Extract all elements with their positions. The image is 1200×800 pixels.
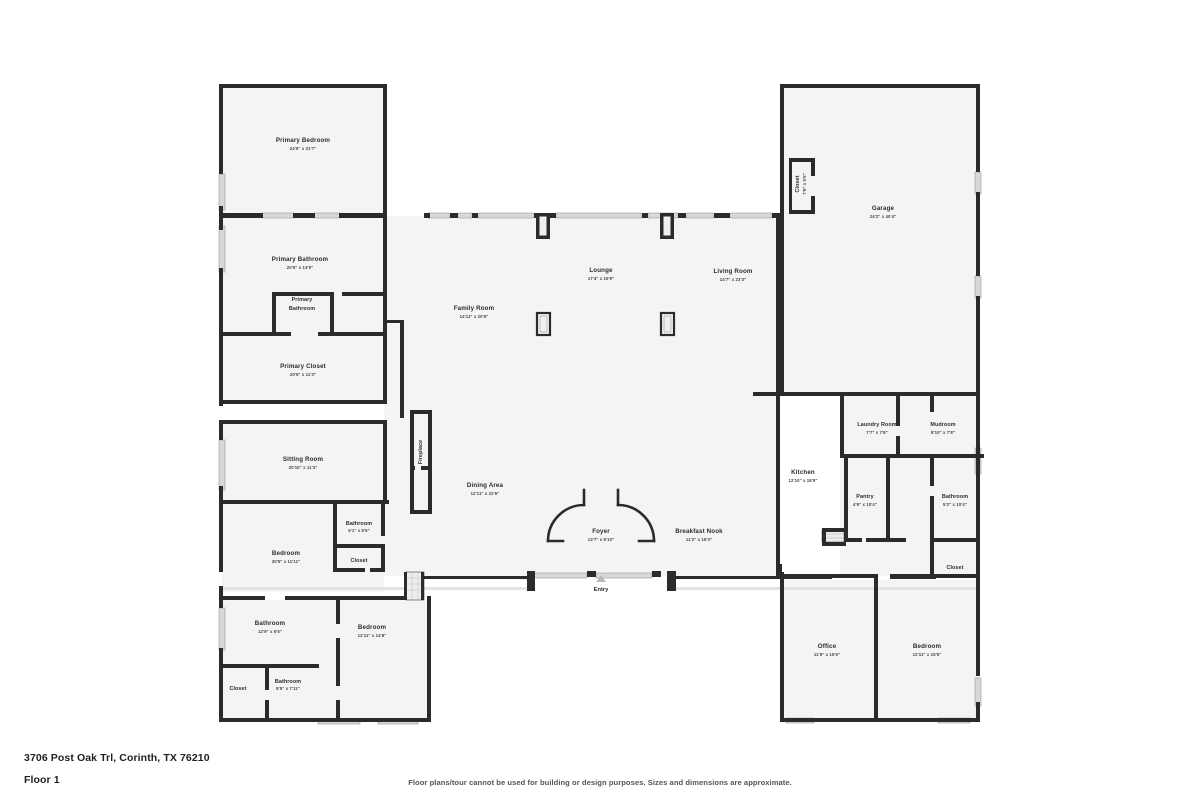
- room-name: Living Room: [713, 268, 752, 275]
- room-name: Dining Area: [467, 482, 504, 489]
- room-name: Closet: [946, 565, 963, 571]
- label-bedroom-left: Bedroom 20'5" x 11'11": [272, 550, 301, 564]
- room-dimension: 20'5" x 13'9": [287, 265, 314, 270]
- room-dimension: 12'9" x 6'5": [258, 629, 282, 634]
- room-name: Pantry: [856, 494, 873, 500]
- label-primary-closet: Primary Closet 20'5" x 11'3": [280, 363, 326, 377]
- label-bathroom-lower-left-2: Bathroom 8'5" x 7'11": [275, 679, 301, 691]
- room-name: Foyer: [592, 528, 610, 535]
- room-name: Family Room: [454, 305, 495, 312]
- room-name: Bathroom: [942, 494, 968, 500]
- property-address: 3706 Post Oak Trl, Corinth, TX 76210: [24, 752, 210, 764]
- room-dimension: 8'5" x 7'11": [276, 686, 300, 691]
- label-sitting-room: Sitting Room 20'10" x 11'3": [283, 456, 324, 470]
- room-dimension: 20'10" x 11'3": [289, 465, 318, 470]
- room-dimension: 14'11" x 20'5": [460, 314, 489, 319]
- room-name: Primary Closet: [280, 363, 326, 370]
- room-name: Garage: [872, 205, 895, 212]
- room-name: Kitchen: [791, 469, 815, 476]
- label-kitchen: Kitchen 12'10" x 18'9": [788, 469, 817, 483]
- room-name: Bathroom: [346, 521, 372, 527]
- room-name: Fireplace: [418, 440, 424, 465]
- room-name: Primary: [292, 297, 313, 303]
- room-labels: Primary Bedroom 24'5" x 31'7" Primary Ba…: [229, 137, 968, 692]
- room-dimension: 12'11" x 22'6": [471, 491, 500, 496]
- label-bathroom-right: Bathroom 5'2" x 10'4": [942, 494, 968, 507]
- label-closet-right: Closet: [946, 565, 963, 571]
- room-name: Closet: [350, 558, 367, 564]
- room-name: Breakfast Nook: [675, 528, 723, 535]
- room-dimension: 4'9" x 10'4": [853, 502, 877, 507]
- label-garage: Garage 24'2" x 40'4": [870, 205, 897, 219]
- label-primary-bathroom: Primary Bathroom 20'5" x 13'9": [272, 256, 329, 270]
- label-garage-closet: Closet 7'9" x 5'5": [795, 173, 807, 195]
- room-name: Lounge: [589, 267, 613, 274]
- room-dimension: 5'2" x 10'4": [943, 502, 967, 507]
- room-name: Bedroom: [272, 550, 301, 557]
- room-name: Bedroom: [358, 624, 387, 631]
- room-name: Mudroom: [930, 422, 955, 428]
- room-dimension: 12'11" x 15'5": [913, 652, 942, 657]
- label-bathroom-left-small: Bathroom 6'1" x 6'5": [346, 521, 372, 533]
- label-pantry: Pantry 4'9" x 10'4": [853, 494, 877, 507]
- label-bedroom-lower-left: Bedroom 12'11" x 14'8": [358, 624, 387, 638]
- room-name-line2: Bathroom: [289, 306, 315, 312]
- label-lounge: Lounge 17'4" x 15'9": [588, 267, 615, 281]
- room-dimension: 13'7" x 9'10": [588, 537, 615, 542]
- footer: 3706 Post Oak Trl, Corinth, TX 76210 Flo…: [0, 745, 1200, 800]
- room-name: Bathroom: [255, 620, 286, 627]
- door-swings: [546, 488, 656, 543]
- room-dimension: 20'5" x 11'3": [290, 372, 316, 377]
- room-dimension: 24'2" x 40'4": [870, 214, 897, 219]
- room-name: Sitting Room: [283, 456, 324, 463]
- label-bathroom-lower-left: Bathroom 12'9" x 6'5": [255, 620, 286, 634]
- floor-plan-svg: Primary Bedroom 24'5" x 31'7" Primary Ba…: [218, 84, 984, 725]
- room-name: Office: [818, 643, 837, 650]
- floor-label: Floor 1: [24, 774, 60, 786]
- room-dimension: 14'7" x 23'3": [720, 277, 747, 282]
- room-name: Primary Bedroom: [276, 137, 331, 144]
- label-breakfast-nook: Breakfast Nook 11'2" x 15'3": [675, 528, 723, 542]
- room-name: Closet: [795, 175, 801, 192]
- label-bedroom-right: Bedroom 12'11" x 15'5": [913, 643, 942, 657]
- disclaimer-text: Floor plans/tour cannot be used for buil…: [408, 778, 792, 787]
- room-name: Bathroom: [275, 679, 301, 685]
- walls: [219, 84, 984, 722]
- room-name: Entry: [594, 587, 610, 593]
- room-name: Primary Bathroom: [272, 256, 329, 263]
- label-office: Office 11'9" x 15'5": [814, 643, 840, 657]
- room-dimension: 7'7" x 7'8": [866, 430, 888, 435]
- label-mudroom: Mudroom 8'10" x 7'8": [930, 422, 955, 435]
- label-fireplace: Fireplace: [418, 440, 424, 465]
- room-dimension: 12'11" x 14'8": [358, 633, 387, 638]
- label-closet-left: Closet: [350, 558, 367, 564]
- label-closet-lower-left: Closet: [229, 686, 246, 692]
- room-dimension: 11'2" x 15'3": [686, 537, 712, 542]
- room-dimension: 17'4" x 15'9": [588, 276, 615, 281]
- label-living-room: Living Room 14'7" x 23'3": [713, 268, 752, 282]
- label-primary-bedroom: Primary Bedroom 24'5" x 31'7": [276, 137, 331, 151]
- room-dimension: 20'5" x 11'11": [272, 559, 301, 564]
- room-dimension: 8'10" x 7'8": [931, 430, 955, 435]
- room-dimension: 12'10" x 18'9": [788, 478, 817, 483]
- room-name: Bedroom: [913, 643, 942, 650]
- room-name: Laundry Room: [857, 422, 896, 428]
- label-foyer: Foyer 13'7" x 9'10": [588, 528, 615, 542]
- room-dimension: 24'5" x 31'7": [290, 146, 317, 151]
- room-fills: [222, 84, 980, 722]
- entry-arrow-icon: [596, 575, 606, 582]
- room-dimension: 7'9" x 5'5": [802, 173, 807, 195]
- label-laundry-room: Laundry Room 7'7" x 7'8": [857, 422, 896, 435]
- room-dimension: 6'1" x 6'5": [348, 528, 370, 533]
- label-dining-area: Dining Area 12'11" x 22'6": [467, 482, 504, 496]
- label-entry: Entry: [594, 587, 610, 593]
- floor-plan-canvas: Primary Bedroom 24'5" x 31'7" Primary Ba…: [218, 84, 984, 725]
- room-name: Closet: [229, 686, 246, 692]
- label-family-room: Family Room 14'11" x 20'5": [454, 305, 495, 319]
- label-primary-bathroom-inner: Primary Bathroom: [289, 297, 315, 312]
- room-dimension: 11'9" x 15'5": [814, 652, 840, 657]
